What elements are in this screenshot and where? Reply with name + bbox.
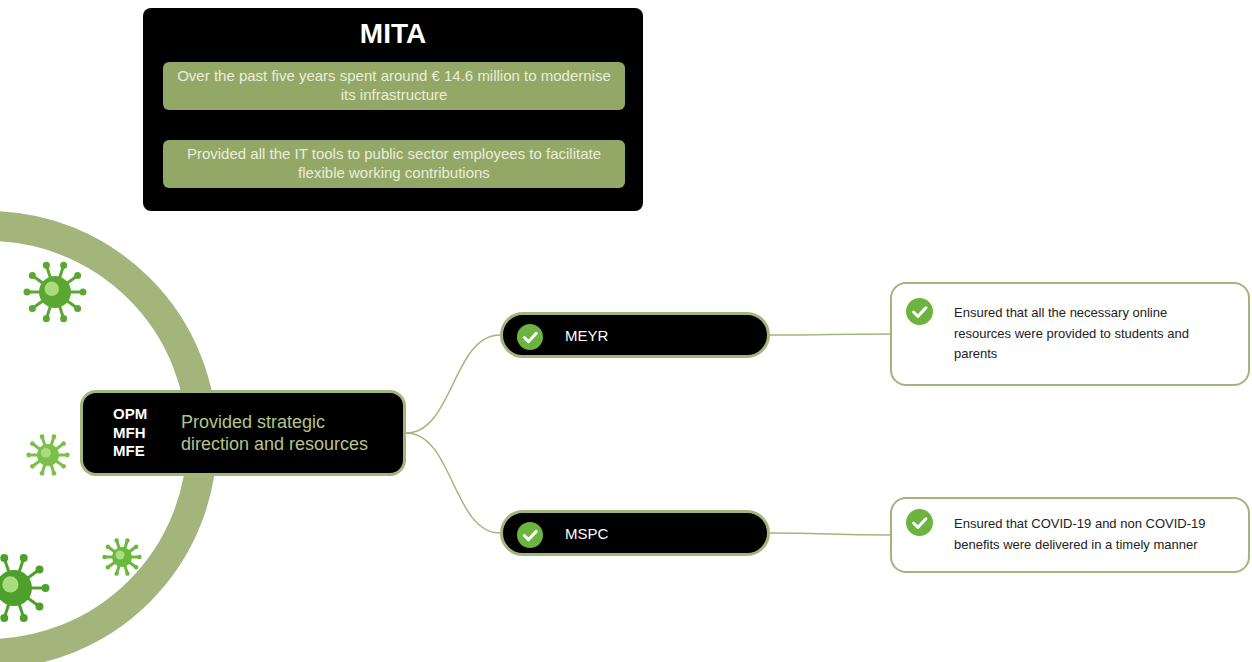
virus-icon <box>102 538 141 576</box>
box-text: Over the past five years spent around € … <box>175 67 613 105</box>
virus-icon <box>0 554 49 622</box>
ministry-pill: MSPC <box>500 510 770 556</box>
connector <box>406 433 500 533</box>
check-icon <box>517 324 543 350</box>
ministry-pill: MEYR <box>500 312 770 358</box>
check-icon <box>906 509 933 536</box>
virus-icon <box>23 262 86 322</box>
box-heading: MEYR <box>565 327 608 344</box>
box-heading: MITA <box>143 18 643 50</box>
box-heading: OPM MFH MFE <box>113 405 159 461</box>
check-icon <box>906 298 933 325</box>
agency-panel: MITA Over the past five years spent aroun… <box>143 8 643 211</box>
box-text: Provided all the IT tools to public sect… <box>175 145 613 183</box>
outcome-box: Ensured that COVID-19 and non COVID-19 b… <box>890 497 1250 573</box>
fact-box: Over the past five years spent around € … <box>163 62 625 110</box>
outcome-box: Ensured that all the necessary online re… <box>890 282 1250 386</box>
connector <box>770 334 890 335</box>
virus-icon <box>26 434 69 475</box>
connector <box>406 335 500 433</box>
box-text: Ensured that COVID-19 and non COVID-19 b… <box>954 514 1232 556</box>
ministry-box: OPM MFH MFE Provided strategic direction … <box>80 390 406 476</box>
box-heading: MSPC <box>565 525 608 542</box>
connector <box>770 533 890 535</box>
check-icon <box>517 522 543 548</box>
box-text: Provided strategic direction and resourc… <box>181 411 389 456</box>
fact-box: Provided all the IT tools to public sect… <box>163 140 625 188</box>
box-text: Ensured that all the necessary online re… <box>954 303 1224 365</box>
